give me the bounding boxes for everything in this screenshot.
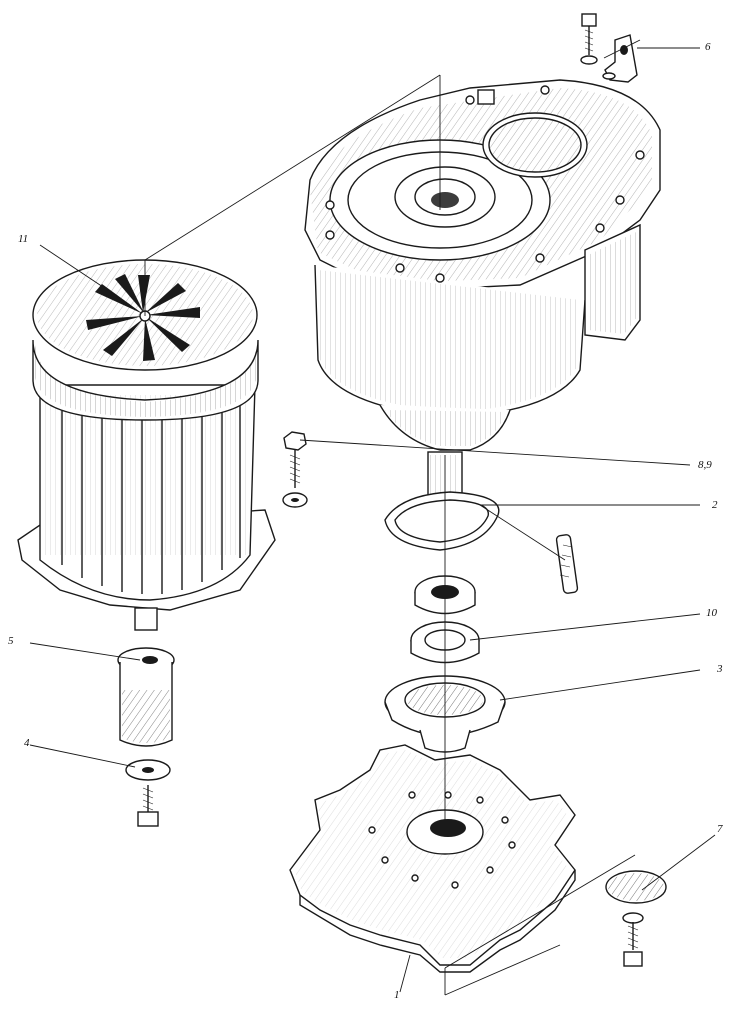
leader-lines: [29, 39, 716, 996]
callout-3: 3: [717, 663, 723, 675]
pinion-gear: [117, 647, 175, 747]
callout-4: 4: [24, 737, 30, 749]
retaining-plate: [605, 870, 667, 967]
bracket-and-bolt: [580, 13, 638, 83]
drive-sprocket: [289, 744, 576, 973]
bolt-with-washer: [282, 431, 308, 508]
callout-7: 7: [717, 823, 723, 835]
gearbox-housing: [304, 79, 661, 451]
callout-6: 6: [705, 41, 711, 53]
electric-motor: [17, 259, 276, 631]
seal-gasket: [384, 491, 500, 551]
callout-2: 2: [712, 499, 718, 511]
lock-washer-and-bolt: [125, 759, 171, 827]
callout-8-9: 8,9: [698, 459, 712, 471]
callout-10: 10: [706, 607, 717, 619]
shaft-key: [555, 534, 579, 594]
callout-11: 11: [18, 233, 29, 245]
callout-1: 1: [394, 989, 400, 1001]
callout-5: 5: [8, 635, 14, 647]
